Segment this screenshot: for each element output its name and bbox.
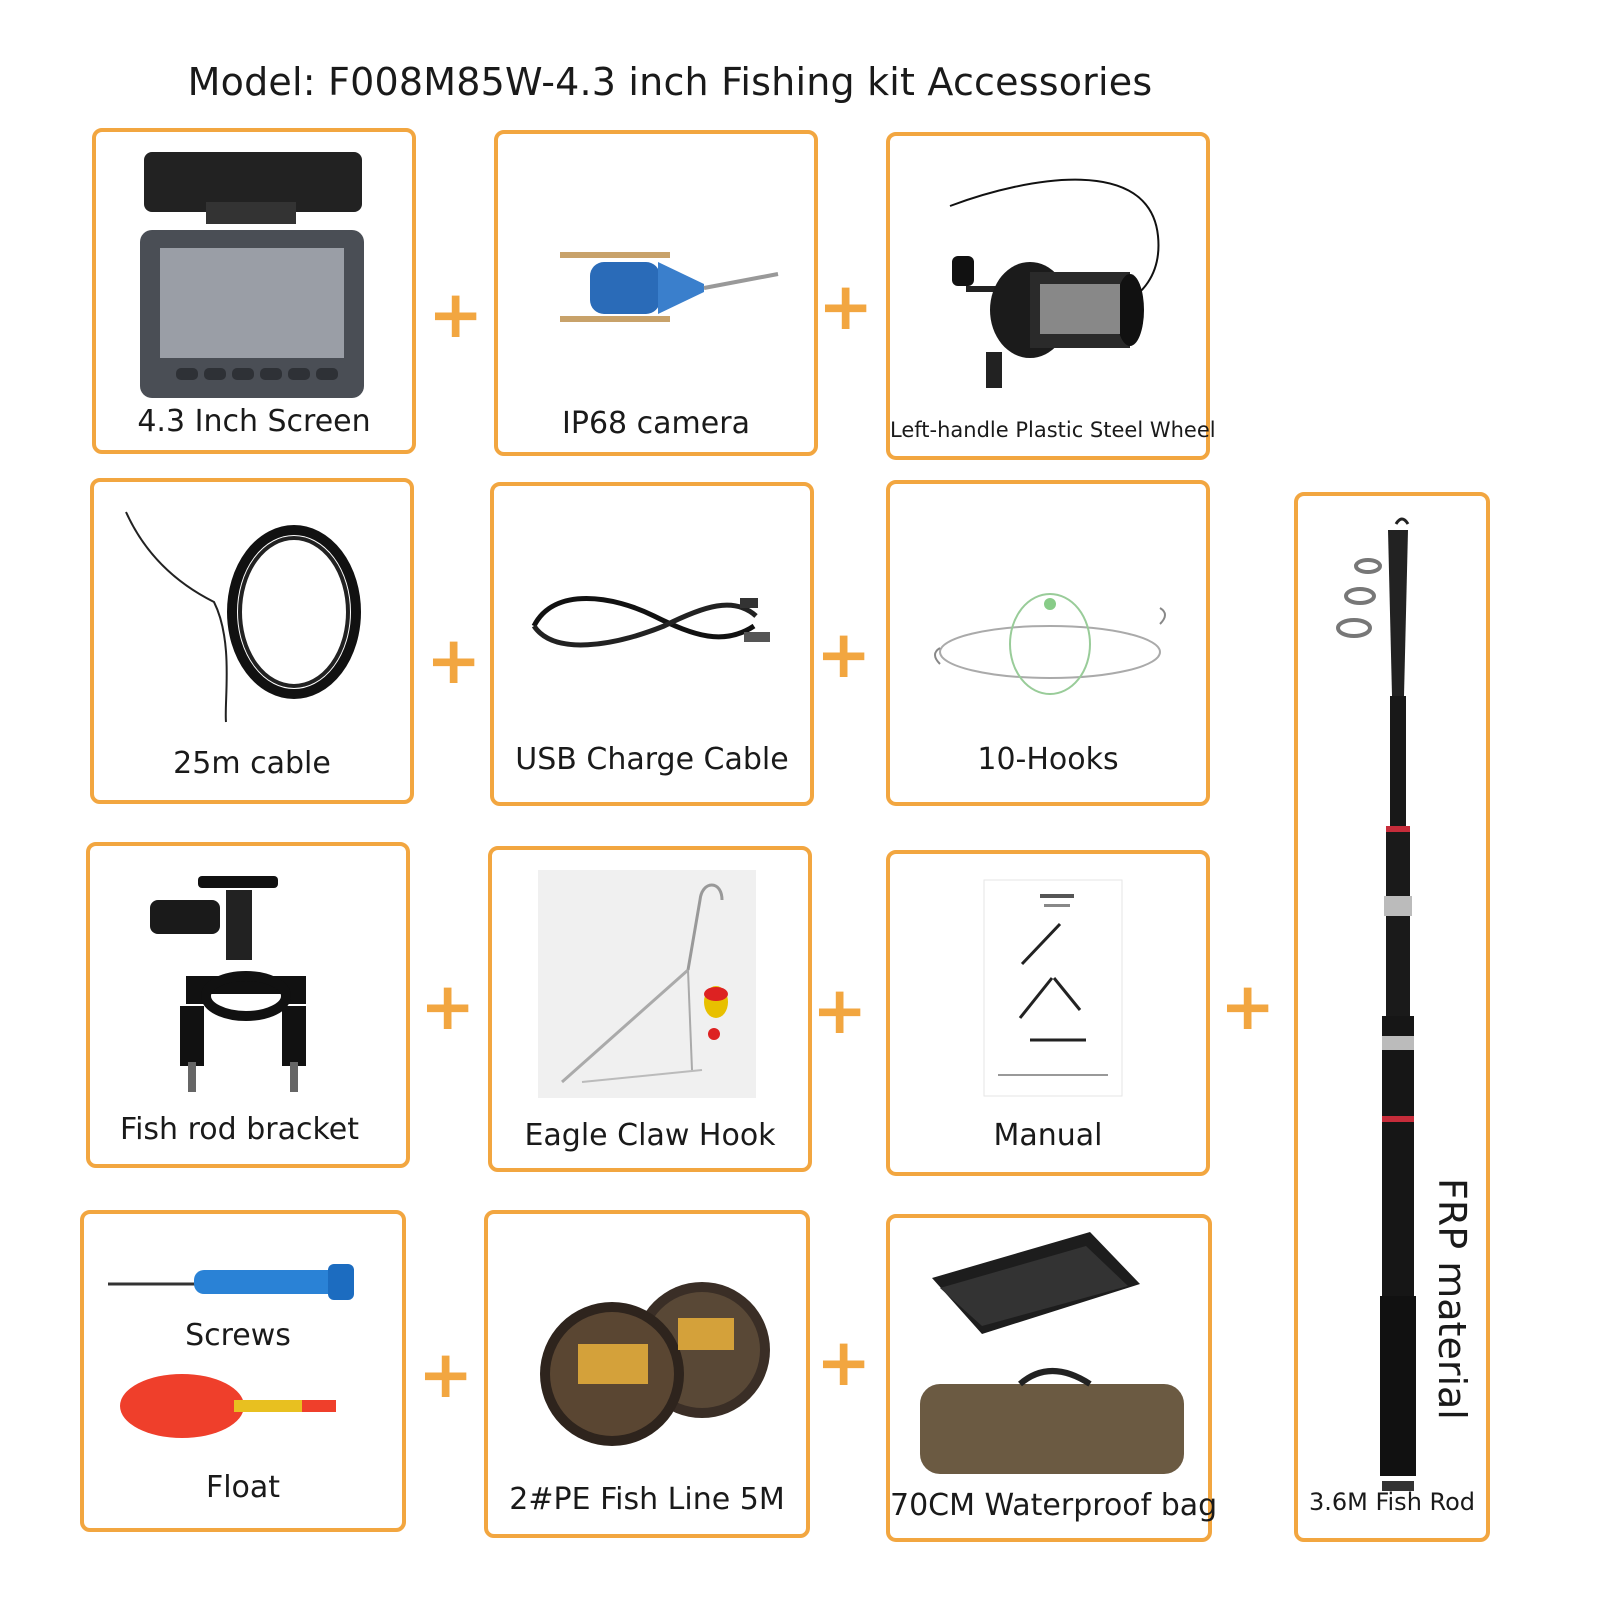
plus-symbol: +	[428, 276, 484, 353]
item-card-bag: 70CM Waterproof bag	[886, 1214, 1218, 1542]
item-card-reel: Left-handle Plastic Steel Wheel	[886, 132, 1216, 460]
plus-symbol: +	[816, 1324, 872, 1401]
usb-cable-image	[531, 596, 770, 648]
bag-image	[920, 1232, 1184, 1474]
label-hooks: 10-Hooks	[977, 742, 1119, 777]
label-reel: Left-handle Plastic Steel Wheel	[890, 418, 1216, 442]
label-camera: IP68 camera	[562, 406, 750, 441]
fish-line-image	[540, 1282, 770, 1446]
cable-image	[125, 511, 361, 723]
label-eagle: Eagle Claw Hook	[524, 1118, 776, 1153]
plus-symbol: +	[812, 972, 868, 1049]
plus-symbol: +	[816, 616, 872, 693]
item-card-usb: USB Charge Cable	[490, 482, 814, 806]
plus-symbol: +	[818, 268, 874, 345]
label-usb: USB Charge Cable	[515, 742, 789, 777]
label-screen: 4.3 Inch Screen	[137, 404, 371, 439]
label-rod: 3.6M Fish Rod	[1308, 1488, 1476, 1516]
bracket-image	[150, 876, 306, 1092]
fish-rod-image	[1336, 517, 1416, 1491]
hooks-image	[934, 593, 1166, 695]
plus-symbol: +	[1220, 968, 1276, 1045]
label-manual: Manual	[993, 1118, 1103, 1153]
plus-symbol: +	[420, 968, 476, 1045]
label-bracket: Fish rod bracket	[120, 1112, 359, 1147]
label-line: 2#PE Fish Line 5M	[509, 1482, 785, 1517]
screen-image	[140, 152, 364, 398]
item-card-screws-float: Screws Float	[80, 1210, 406, 1532]
item-card-line: 2#PE Fish Line 5M	[484, 1210, 810, 1538]
plus-symbol: +	[426, 622, 482, 699]
plus-symbol: +	[418, 1336, 474, 1413]
camera-image	[560, 252, 779, 322]
eagle-claw-hook-image	[538, 870, 756, 1098]
rod-material-label: FRP material	[1430, 1178, 1474, 1420]
screwdriver-image	[108, 1264, 354, 1300]
item-card-rod: FRP material 3.6M Fish Rod	[1294, 492, 1490, 1542]
label-screws: Screws	[185, 1318, 291, 1353]
manual-image	[983, 879, 1123, 1097]
label-cable: 25m cable	[173, 746, 331, 781]
item-card-hooks: 10-Hooks	[886, 480, 1210, 806]
item-card-eagle: Eagle Claw Hook	[488, 846, 812, 1172]
item-card-camera: IP68 camera	[494, 130, 818, 456]
float-image	[120, 1374, 336, 1438]
reel-image	[949, 178, 1160, 388]
item-card-screen: 4.3 Inch Screen	[92, 128, 416, 454]
label-float: Float	[205, 1470, 281, 1505]
item-card-manual: Manual	[886, 850, 1210, 1176]
item-card-cable: 25m cable	[90, 478, 414, 804]
page-title: Model: F008M85W-4.3 inch Fishing kit Acc…	[187, 60, 1153, 104]
item-card-bracket: Fish rod bracket	[86, 842, 410, 1168]
label-bag: 70CM Waterproof bag	[890, 1488, 1218, 1523]
